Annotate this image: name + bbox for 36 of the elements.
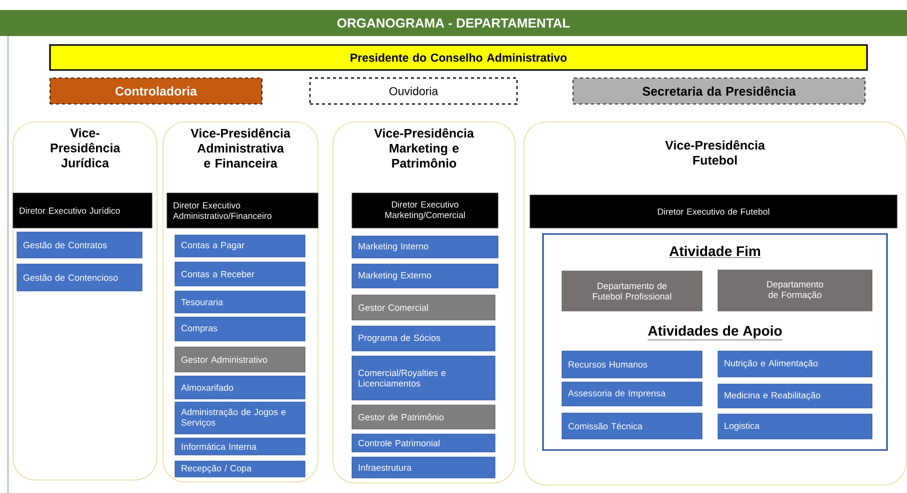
manager-box: Gestor Administrativo: [174, 346, 306, 372]
department-box: Recursos Humanos: [562, 350, 702, 378]
manager-box: Gestor de Patrimônio: [352, 404, 496, 430]
director-box: Diretor Executivo Marketing/Comercial: [352, 192, 498, 228]
department-box: Almoxarifado: [174, 376, 306, 400]
department-box: Marketing Interno: [352, 236, 498, 258]
department-box: Recepção / Copa: [174, 460, 306, 478]
department-box: Programa de Sócios: [352, 326, 496, 352]
department-box: Infraestrutura: [352, 456, 496, 478]
department-box: Marketing Externo: [352, 264, 498, 288]
department-box: Tesouraria: [174, 290, 306, 314]
department-box: Gestão de Contratos: [16, 232, 142, 258]
director-box: Diretor Executivo Administrativo/Financeiro: [166, 192, 318, 228]
director-box: Diretor Executivo Jurídico: [12, 192, 152, 228]
department-box: Informática Interna: [174, 438, 306, 456]
department-box: Assessoria de Imprensa: [562, 382, 702, 406]
director-box: Diretor Executivo de Futebol: [530, 194, 898, 228]
dashed-box: Ouvidoria: [309, 77, 518, 105]
department-box: Logistica: [718, 414, 872, 440]
president-box: Presidente do Conselho Administrativo: [49, 44, 868, 71]
title-banner: ORGANOGRAMA - DEPARTAMENTAL: [0, 10, 907, 36]
department-box: Contas a Receber: [174, 262, 306, 286]
department-box: Compras: [174, 316, 306, 342]
dashed-box: Secretaria da Presidência: [572, 78, 866, 104]
department-box: Gestão de Contencioso: [16, 264, 142, 292]
department-box: Departamento de Formação: [718, 270, 872, 312]
manager-box: Gestor Comercial: [352, 294, 496, 320]
department-box: Nutrição e Alimentação: [718, 350, 872, 378]
department-box: Comissão Técnica: [562, 412, 702, 440]
department-box: Comercial/Royalties e Licenciamentos: [352, 356, 496, 400]
dashed-box: Controladoria: [50, 78, 262, 104]
department-box: Controle Patrimonial: [352, 434, 496, 452]
department-box: Contas a Pagar: [174, 234, 306, 258]
department-box: Administração de Jogos e Serviços: [174, 402, 306, 434]
department-box: Departamento de Futebol Profissional: [562, 270, 702, 312]
department-box: Medicina e Reabilitação: [718, 384, 872, 408]
